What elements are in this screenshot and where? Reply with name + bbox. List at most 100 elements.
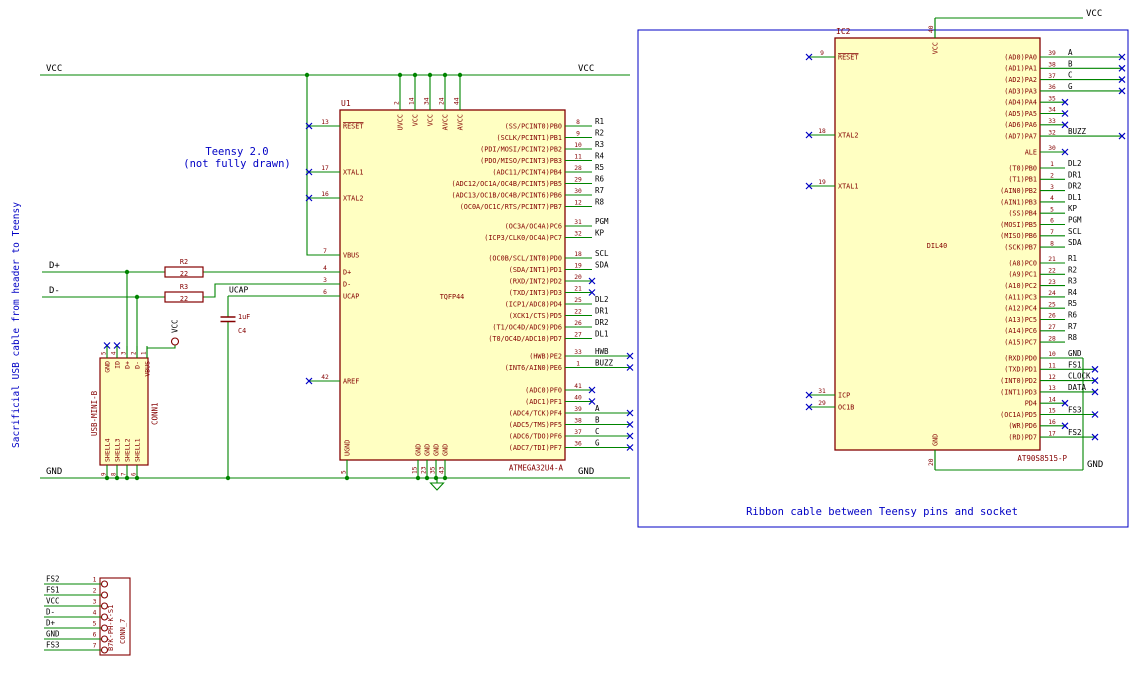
- gnd-label-right: GND: [578, 467, 594, 477]
- usb-value: USB-MINI-B: [90, 390, 99, 436]
- u1-pin-name: (SDA/INT1)PD1: [509, 266, 562, 274]
- usb-pin-number: 8: [112, 472, 118, 476]
- ic2-pin-name: (AD4)PA4: [1004, 99, 1037, 107]
- u1-pin-name: (OC0A/OC1C/RTS/PCINT7)PB7: [460, 203, 562, 211]
- usb-pin-name: SHELL4: [103, 438, 111, 462]
- ic2-pin-name: ICP: [838, 391, 850, 399]
- net-label: R8: [595, 198, 605, 207]
- u1-pin-number: 30: [574, 188, 582, 195]
- resistor-r3-body[interactable]: [164, 291, 204, 303]
- ic2-pin-number: 27: [1048, 324, 1056, 331]
- ic2-pin-name: (SCK)PB7: [1004, 244, 1037, 252]
- u1-pin-name: XTAL2: [343, 194, 363, 202]
- u1-pin-name: (SCLK/PCINT1)PB1: [497, 134, 562, 142]
- u1-pin-name: (OC0B/SCL/INT0)PD0: [488, 254, 562, 262]
- u1-body[interactable]: [339, 109, 566, 461]
- ribbon-section-box: [637, 29, 1129, 528]
- ic2-pin-name: (A14)PC6: [1004, 327, 1037, 335]
- side-note: Sacrificial USB cable from header to Tee…: [11, 202, 22, 448]
- ic2-pin-number: 1: [1050, 161, 1054, 168]
- net-label: R5: [595, 163, 604, 172]
- u1-pin-number: 24: [439, 97, 446, 105]
- u1-pin-number: 33: [574, 349, 582, 356]
- no-connect-x: [113, 342, 121, 349]
- vcc-power-symbol[interactable]: [170, 337, 180, 346]
- ic2-pin-number: 18: [818, 128, 826, 135]
- u1-pin-number: 42: [321, 374, 329, 381]
- conn7-pin-number: 5: [93, 621, 97, 628]
- u1-pin-name: GND: [441, 444, 449, 456]
- no-connect-x: [305, 168, 313, 176]
- no-connect-x: [1118, 64, 1126, 72]
- u1-pin-number: 22: [574, 309, 582, 316]
- usb-connector-body[interactable]: [99, 357, 149, 466]
- usb-pin-name: D+: [123, 361, 131, 369]
- u1-pin-number: 36: [574, 441, 582, 448]
- u1-pin-name: D+: [343, 268, 351, 276]
- r2-ref: R2: [180, 258, 188, 266]
- u1-pin-name: (ADC6/TDO)PF6: [509, 432, 562, 440]
- net-label: DL1: [1068, 193, 1082, 202]
- ic2-pin-name: GND: [931, 434, 939, 446]
- conn7-ref: CONN_7: [119, 619, 127, 644]
- ic2-pin-name: VCC: [931, 42, 939, 54]
- no-connect-x: [805, 182, 813, 190]
- u1-pin-name: (ADC13/OC1B/OC4B/PCINT6)PB6: [452, 191, 563, 199]
- ic2-body[interactable]: [834, 37, 1041, 451]
- net-label: DL1: [595, 330, 609, 339]
- u1-pin-number: 15: [412, 466, 419, 474]
- ic2-pin-name: RESET: [838, 53, 858, 61]
- u1-pin-name: VCC: [426, 114, 434, 126]
- no-connect-x: [626, 421, 634, 428]
- ic2-pin-name: XTAL2: [838, 131, 858, 139]
- junction-dot: [304, 72, 310, 78]
- u1-pin-name: VBUS: [343, 251, 359, 259]
- u1-pin-number: 43: [439, 466, 446, 474]
- ic2-pin-name: (A10)PC2: [1004, 282, 1037, 290]
- net-label-dplus: D+: [49, 261, 60, 271]
- usb-pin-name: ID: [113, 361, 121, 369]
- conn7-pin-circle: [100, 624, 109, 632]
- ic2-pin-number: 39: [1048, 50, 1056, 57]
- ic2-pin-number: 25: [1048, 301, 1056, 308]
- conn7-pin-circle: [100, 591, 109, 599]
- net-label: GND: [46, 630, 60, 639]
- net-label: GND: [1068, 349, 1082, 358]
- net-label: G: [595, 439, 600, 448]
- vcc-label-usb: VCC: [171, 319, 180, 333]
- u1-pin-name: (XCK1/CTS)PD5: [509, 312, 562, 320]
- ic2-pin-name: (AD0)PA0: [1004, 53, 1037, 61]
- net-label: A: [1068, 48, 1073, 57]
- resistor-r2-body[interactable]: [164, 266, 204, 278]
- net-label: A: [595, 404, 600, 413]
- u1-pin-number: 8: [576, 119, 580, 126]
- c4-capacitor[interactable]: [220, 316, 236, 323]
- u1-pin-name: (ADC5/TMS)PF5: [509, 421, 562, 429]
- no-connect-x: [305, 122, 313, 130]
- net-label: BUZZ: [1068, 127, 1087, 136]
- no-connect-x: [103, 342, 111, 349]
- r3-value: 22: [180, 295, 188, 303]
- junction-dot: [433, 475, 439, 481]
- net-label: PGM: [595, 217, 609, 226]
- u1-pin-number: 17: [321, 165, 329, 172]
- ic2-pin-name: (AD1)PA1: [1004, 65, 1037, 73]
- no-connect-x: [1091, 388, 1099, 396]
- u1-pin-name: (ADC7/TDI)PF7: [509, 444, 562, 452]
- ic2-pin-number: 24: [1048, 290, 1056, 297]
- u1-pin-number: 16: [321, 191, 329, 198]
- u1-pin-number: 34: [424, 97, 431, 105]
- ic2-pin-number: 37: [1048, 73, 1056, 80]
- u1-pin-number: 28: [574, 165, 582, 172]
- conn7-pin-circle: [100, 613, 109, 621]
- vcc-label-right: VCC: [578, 64, 594, 74]
- u1-pin-name: XTAL1: [343, 168, 363, 176]
- u1-pin-name: (T1/OC4D/ADC9)PD6: [492, 323, 562, 331]
- wire-usb-section: [42, 271, 340, 478]
- usb-pin-number: 2: [132, 352, 138, 356]
- junction-dot: [124, 269, 130, 275]
- net-label: DR1: [1068, 170, 1082, 179]
- net-label: SDA: [1068, 238, 1082, 247]
- ic2-pin-name: (RXD)PD0: [1004, 354, 1037, 362]
- u1-pin-name: GND: [423, 444, 431, 456]
